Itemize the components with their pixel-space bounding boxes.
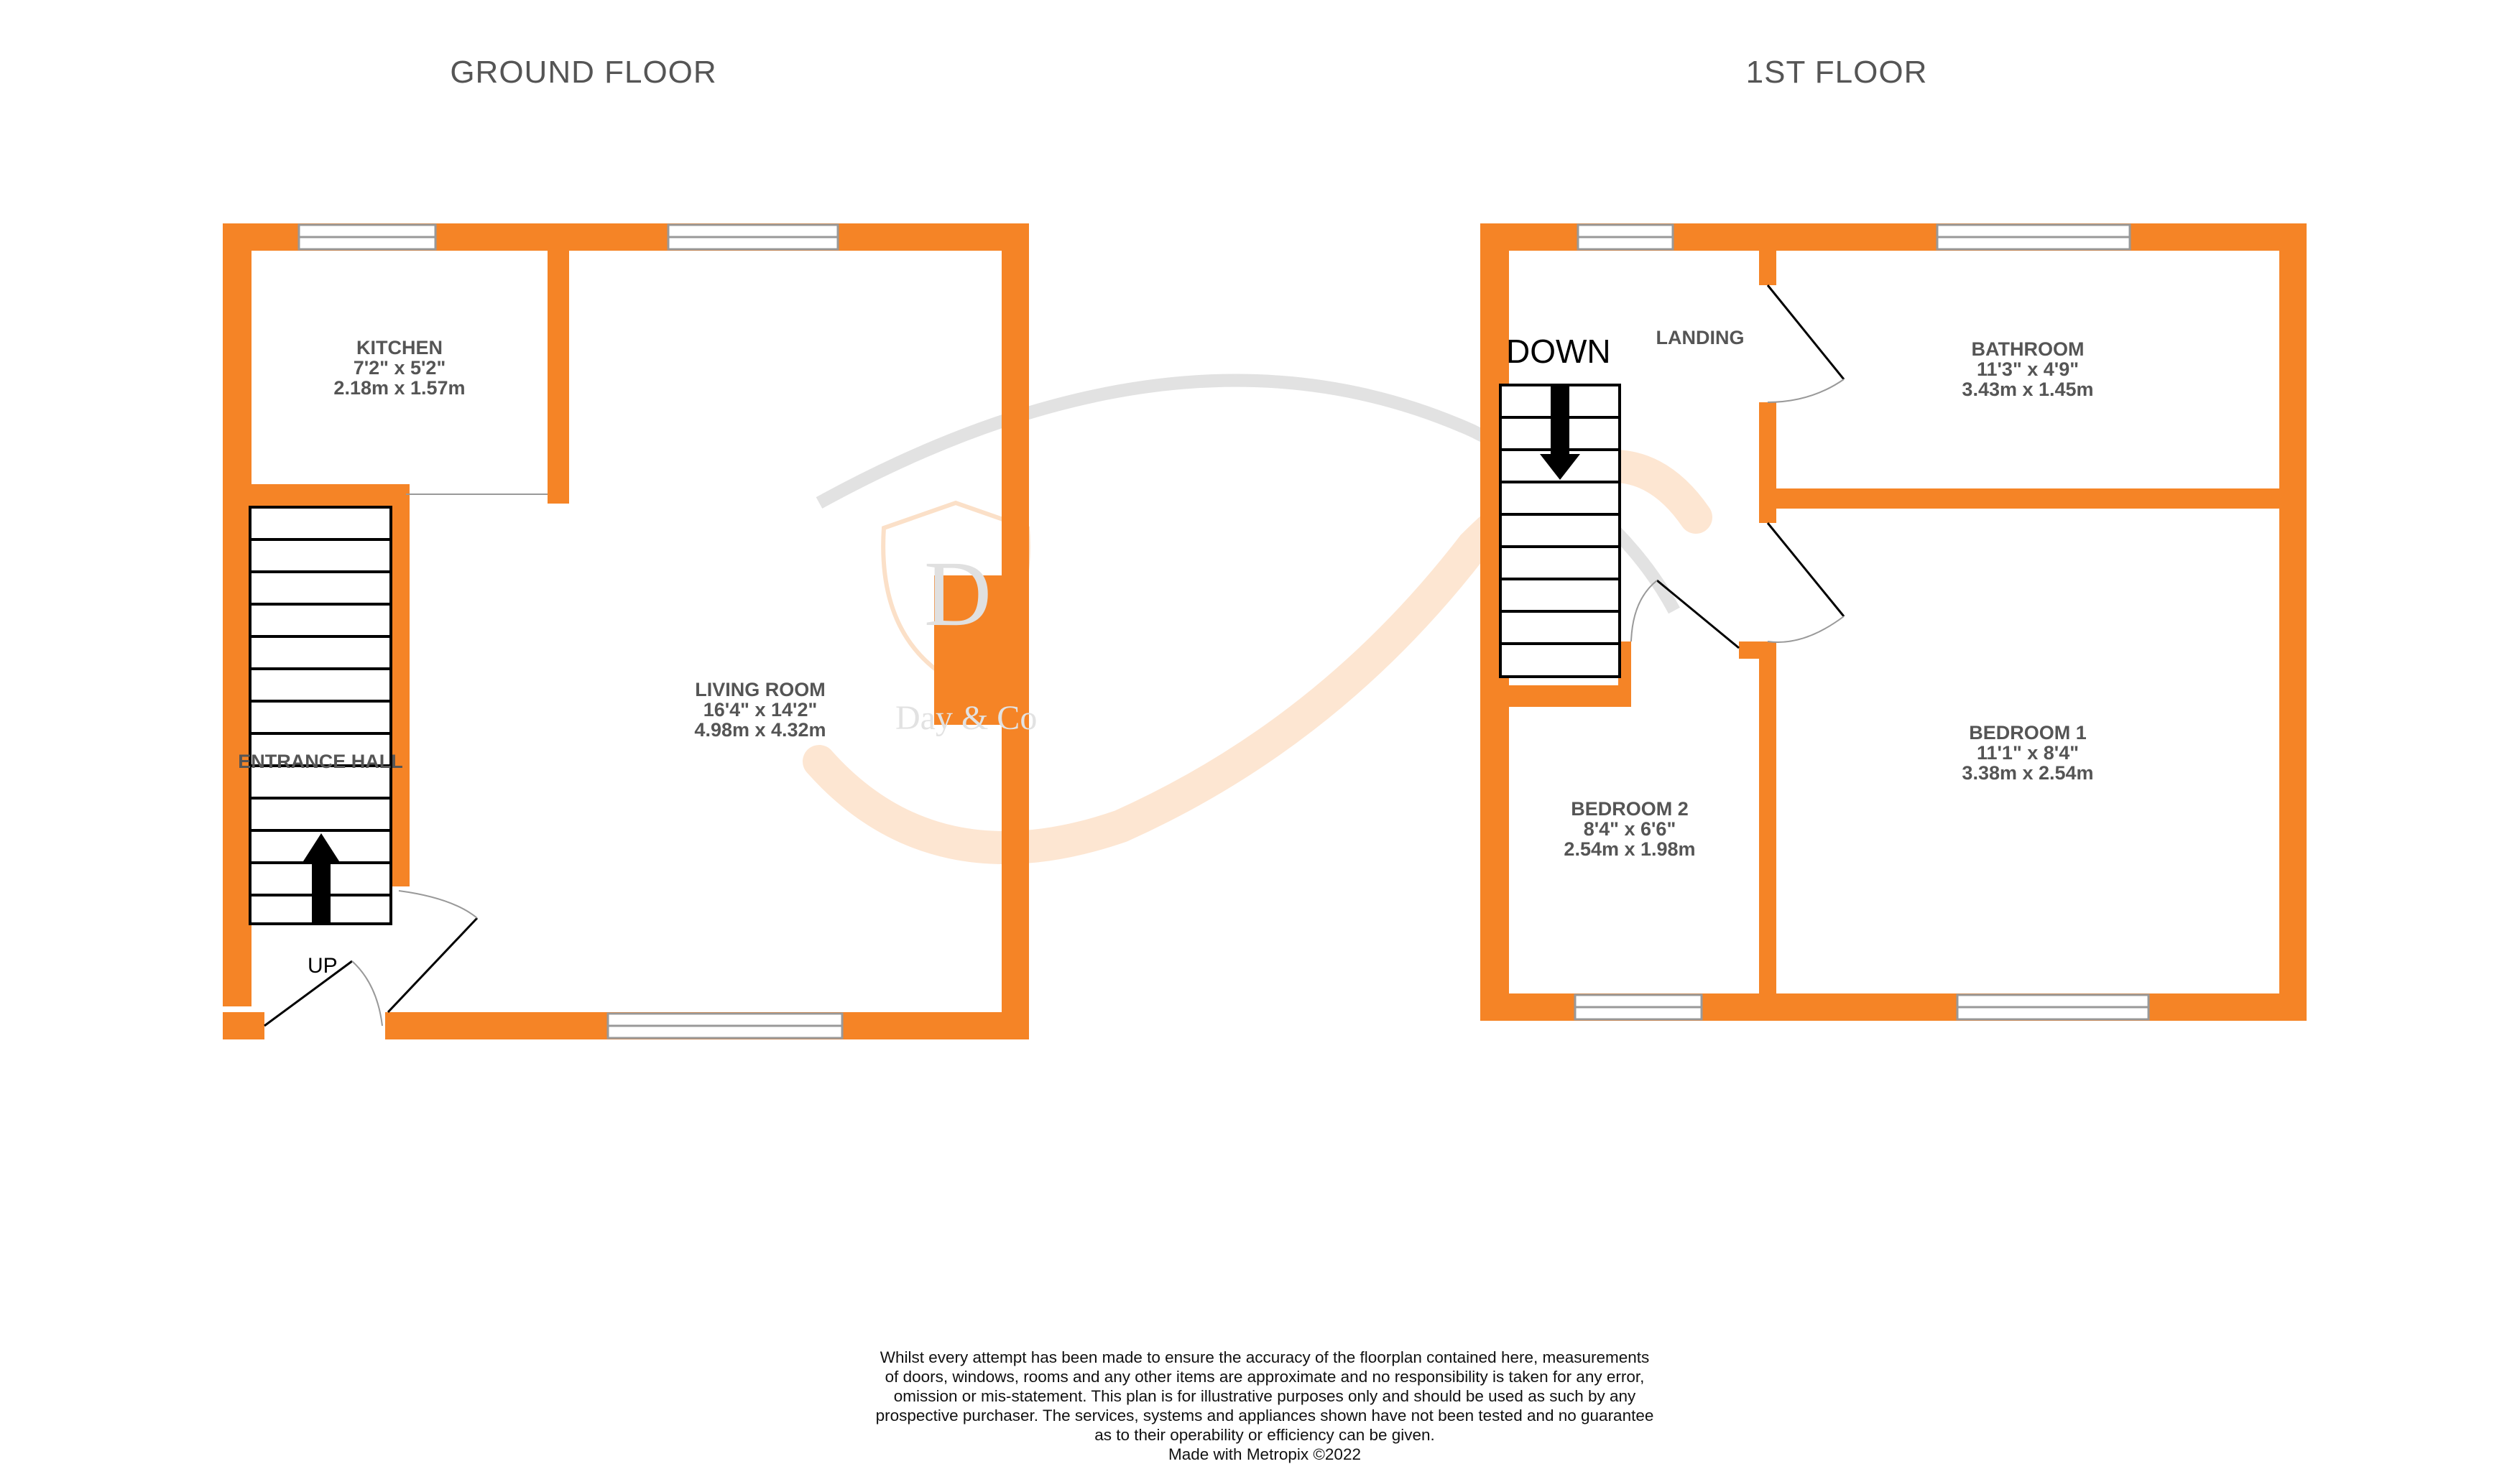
hall-door (387, 890, 479, 1014)
bedroom-1-metric: 3.38m x 2.54m (1962, 762, 2094, 784)
up-label: UP (308, 954, 338, 978)
bathroom-name: BATHROOM (1971, 338, 2085, 360)
bedroom-2-name: BEDROOM 2 (1571, 798, 1689, 820)
disclaimer-line: of doors, windows, rooms and any other i… (885, 1368, 1645, 1386)
disclaimer-line: Whilst every attempt has been made to en… (880, 1348, 1650, 1366)
landing-name: LANDING (1656, 327, 1745, 348)
disclaimer-credit: Made with Metropix ©2022 (1168, 1445, 1361, 1463)
bedroom-2-imperial: 8'4" x 6'6" (1583, 818, 1676, 840)
bathroom-imperial: 11'3" x 4'9" (1976, 358, 2080, 380)
disclaimer-line: prospective purchaser. The services, sys… (875, 1407, 1654, 1424)
entrance-door (264, 960, 383, 1027)
first-floor-title: 1ST FLOOR (1745, 55, 1928, 90)
living-room-imperial: 16'4" x 14'2" (703, 699, 818, 721)
watermark-text: Day & Co (895, 699, 1038, 737)
entrance-hall-name: ENTRANCE HALL (238, 751, 403, 772)
first-floor-windows (1574, 223, 2150, 1021)
down-arrow (1540, 385, 1580, 480)
disclaimer: Whilst every attempt has been made to en… (834, 1348, 1696, 1464)
disclaimer-line: as to their operability or efficiency ca… (1094, 1426, 1435, 1444)
down-label: DOWN (1506, 333, 1611, 370)
bedroom-2-metric: 2.54m x 1.98m (1564, 838, 1696, 860)
ground-stairs (249, 506, 392, 925)
bedroom-1-name: BEDROOM 1 (1969, 722, 2087, 743)
living-room-name: LIVING ROOM (695, 679, 826, 700)
kitchen-name: KITCHEN (356, 337, 443, 358)
kitchen-label: KITCHEN 7'2" x 5'2" 2.18m x 1.57m (333, 338, 465, 398)
bedroom-2-label: BEDROOM 2 8'4" x 6'6" 2.54m x 1.98m (1564, 799, 1695, 859)
kitchen-imperial: 7'2" x 5'2" (353, 357, 446, 379)
living-room-metric: 4.98m x 4.32m (694, 719, 826, 741)
entrance-hall-label: ENTRANCE HALL (238, 751, 403, 772)
bedroom-1-door (1766, 522, 1845, 643)
bathroom-metric: 3.43m x 1.45m (1962, 379, 2094, 400)
ground-floor-title: GROUND FLOOR (450, 55, 717, 90)
ground-floor-windows (297, 223, 844, 1039)
kitchen-metric: 2.18m x 1.57m (333, 377, 466, 399)
bedroom-2-door (1630, 579, 1740, 649)
watermark-letter: D (924, 542, 992, 646)
landing-label: LANDING (1656, 328, 1745, 348)
bathroom-label: BATHROOM 11'3" x 4'9" 3.43m x 1.45m (1962, 339, 2093, 399)
disclaimer-line: omission or mis-statement. This plan is … (893, 1387, 1636, 1405)
bedroom-1-imperial: 11'1" x 8'4" (1976, 742, 2080, 764)
bathroom-door (1766, 284, 1845, 403)
up-arrow (302, 833, 341, 925)
living-room-label: LIVING ROOM 16'4" x 14'2" 4.98m x 4.32m (694, 680, 826, 740)
bedroom-1-label: BEDROOM 1 11'1" x 8'4" 3.38m x 2.54m (1962, 723, 2093, 783)
